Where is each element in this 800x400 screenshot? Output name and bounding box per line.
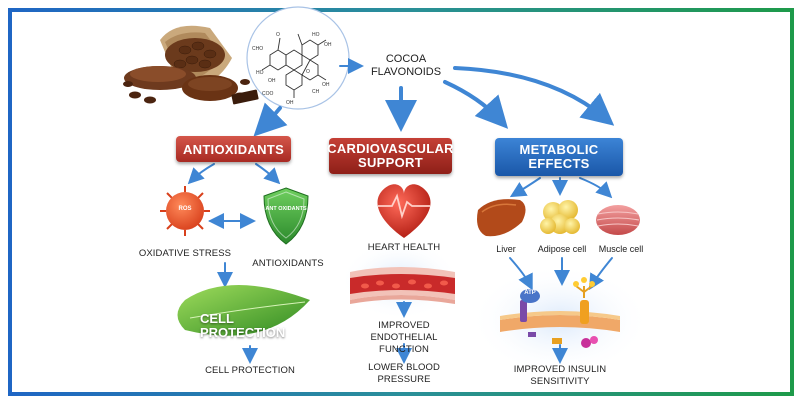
muscle-cell-icon bbox=[596, 205, 640, 235]
heart-health-label: HEART HEALTH bbox=[367, 242, 441, 253]
membrane-icon bbox=[500, 277, 620, 348]
blood-vessel-icon bbox=[350, 267, 455, 304]
cocoa-flavonoids-label: COCOA FLAVONOIDS bbox=[370, 53, 442, 78]
svg-text:CHO: CHO bbox=[252, 46, 263, 52]
atp-label: ATP bbox=[524, 290, 536, 296]
svg-text:OH: OH bbox=[324, 42, 332, 48]
cell-protection-result: CELL PROTECTION bbox=[205, 365, 295, 376]
antioxidants-heading: ANTIOXIDANTS bbox=[176, 136, 291, 162]
cocoa-beans-icon bbox=[123, 25, 259, 105]
svg-text:CH: CH bbox=[312, 89, 320, 95]
heart-icon bbox=[377, 184, 431, 238]
thin-arrows bbox=[187, 163, 613, 364]
svg-text:O: O bbox=[306, 69, 310, 75]
svg-text:OH: OH bbox=[322, 82, 330, 88]
muscle-label: Muscle cell bbox=[598, 244, 644, 254]
insulin-sensitivity-result: IMPROVED INSULIN SENSITIVITY bbox=[513, 364, 607, 387]
shield-icon bbox=[263, 187, 309, 245]
antioxidants-label: ANTIOXIDANTS bbox=[252, 258, 324, 269]
adipose-cell-icon bbox=[540, 200, 580, 234]
adipose-label: Adipose cell bbox=[537, 244, 587, 254]
cardiovascular-heading: CARDIOVASCULAR SUPPORT bbox=[327, 138, 454, 174]
svg-text:COO: COO bbox=[262, 91, 274, 97]
ros-label: ROS bbox=[178, 206, 192, 212]
oxidative-stress-label: OXIDATIVE STRESS bbox=[138, 248, 232, 259]
svg-text:OH: OH bbox=[268, 78, 276, 84]
svg-text:HO: HO bbox=[312, 32, 320, 38]
svg-text:OH: OH bbox=[286, 100, 294, 106]
svg-text:O: O bbox=[276, 32, 280, 38]
blood-pressure-result: LOWER BLOOD PRESSURE bbox=[368, 362, 440, 385]
drop-icon bbox=[402, 304, 406, 315]
endothelial-label: IMPROVED ENDOTHELIAL FUNCTION bbox=[370, 320, 438, 355]
svg-text:HO: HO bbox=[256, 70, 264, 76]
leaf-label: CELL PROTECTION bbox=[200, 311, 286, 340]
flow-arrows bbox=[253, 58, 615, 137]
molecule-icon: CHO O HO OH HO OH OH OH COO CH O bbox=[246, 6, 350, 110]
leaf-icon bbox=[177, 285, 310, 336]
shield-label: ANT OXIDANTS bbox=[265, 206, 307, 212]
ros-icon bbox=[160, 186, 210, 236]
liver-label: Liver bbox=[496, 244, 516, 254]
metabolic-heading: METABOLIC EFFECTS bbox=[495, 138, 623, 176]
liver-icon bbox=[477, 199, 526, 237]
